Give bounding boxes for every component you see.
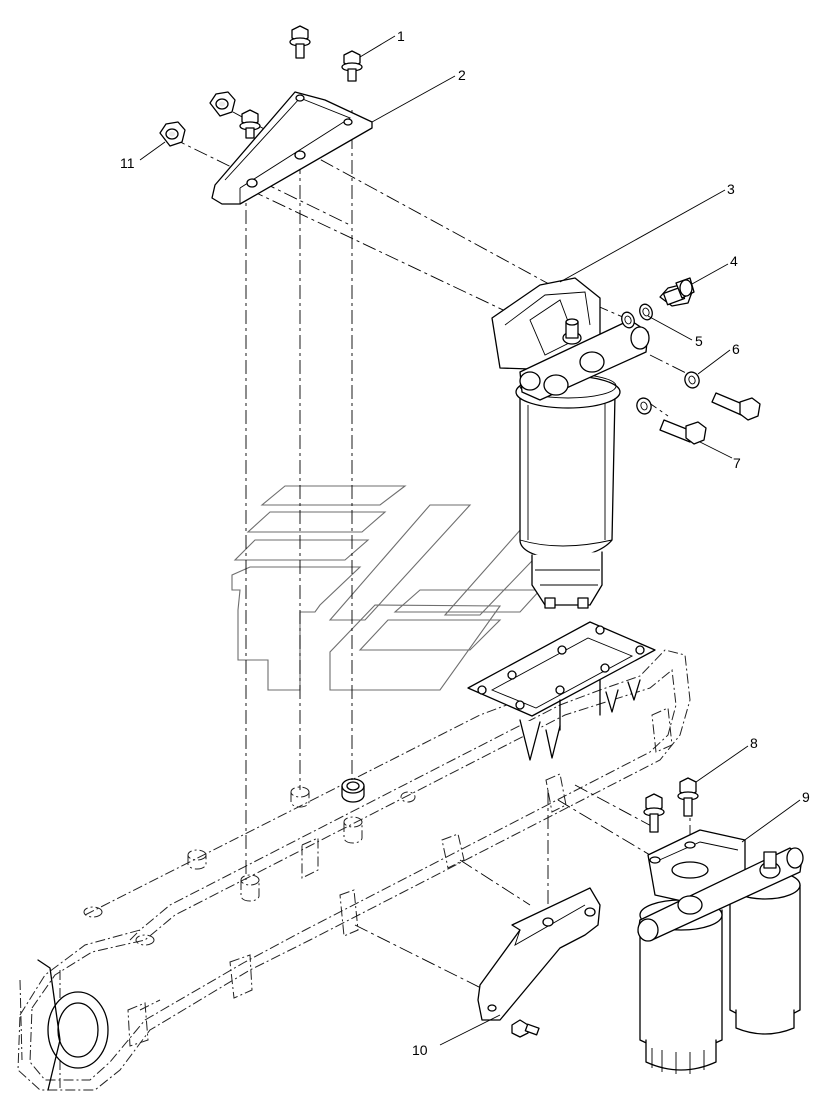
sealing-washer-part-5-b [639, 303, 653, 321]
callout-1: 1 [397, 28, 405, 44]
washer-part-6-a [684, 371, 700, 389]
callout-leaders [139, 35, 801, 1046]
callout-3: 3 [727, 181, 735, 197]
callout-9: 9 [802, 789, 810, 805]
washer-part-6-b [636, 397, 652, 415]
callout-8: 8 [750, 735, 758, 751]
nut-part-11-a [209, 91, 236, 117]
callout-5: 5 [695, 333, 703, 349]
double-filter-part-9 [637, 829, 804, 1074]
banjo-bolt-part-4 [659, 277, 695, 307]
bolt-part-1-b [341, 50, 363, 82]
bolt-part-8-b [643, 793, 665, 833]
manifold-bosses [83, 778, 416, 946]
fuel-filter-part-3 [491, 277, 650, 609]
manifold-lugs [127, 707, 673, 1047]
callout-11: 11 [120, 155, 135, 171]
callout-7: 7 [733, 455, 741, 471]
sealing-washer-part-5-a [621, 311, 635, 329]
assembly-centerlines [171, 110, 691, 991]
intake-manifold [17, 621, 691, 1091]
bolt-part-8-a [677, 777, 699, 817]
manifold-top-flange [467, 621, 656, 761]
bolt-part-1-a [289, 25, 311, 59]
bolt-part-7-a [711, 392, 761, 421]
watermark-logo [231, 484, 607, 691]
bracket-part-2 [211, 91, 373, 205]
callout-labels: 1 2 3 4 5 6 7 8 9 10 11 [120, 28, 810, 1058]
callout-2: 2 [458, 67, 466, 83]
bolt-part-7-b [659, 419, 707, 445]
bracket-part-10 [477, 887, 601, 1038]
nut-part-11-b [159, 121, 186, 147]
bolt-part-1-c [239, 109, 261, 139]
callout-10: 10 [412, 1042, 428, 1058]
callout-6: 6 [732, 341, 740, 357]
callout-4: 4 [730, 253, 738, 269]
